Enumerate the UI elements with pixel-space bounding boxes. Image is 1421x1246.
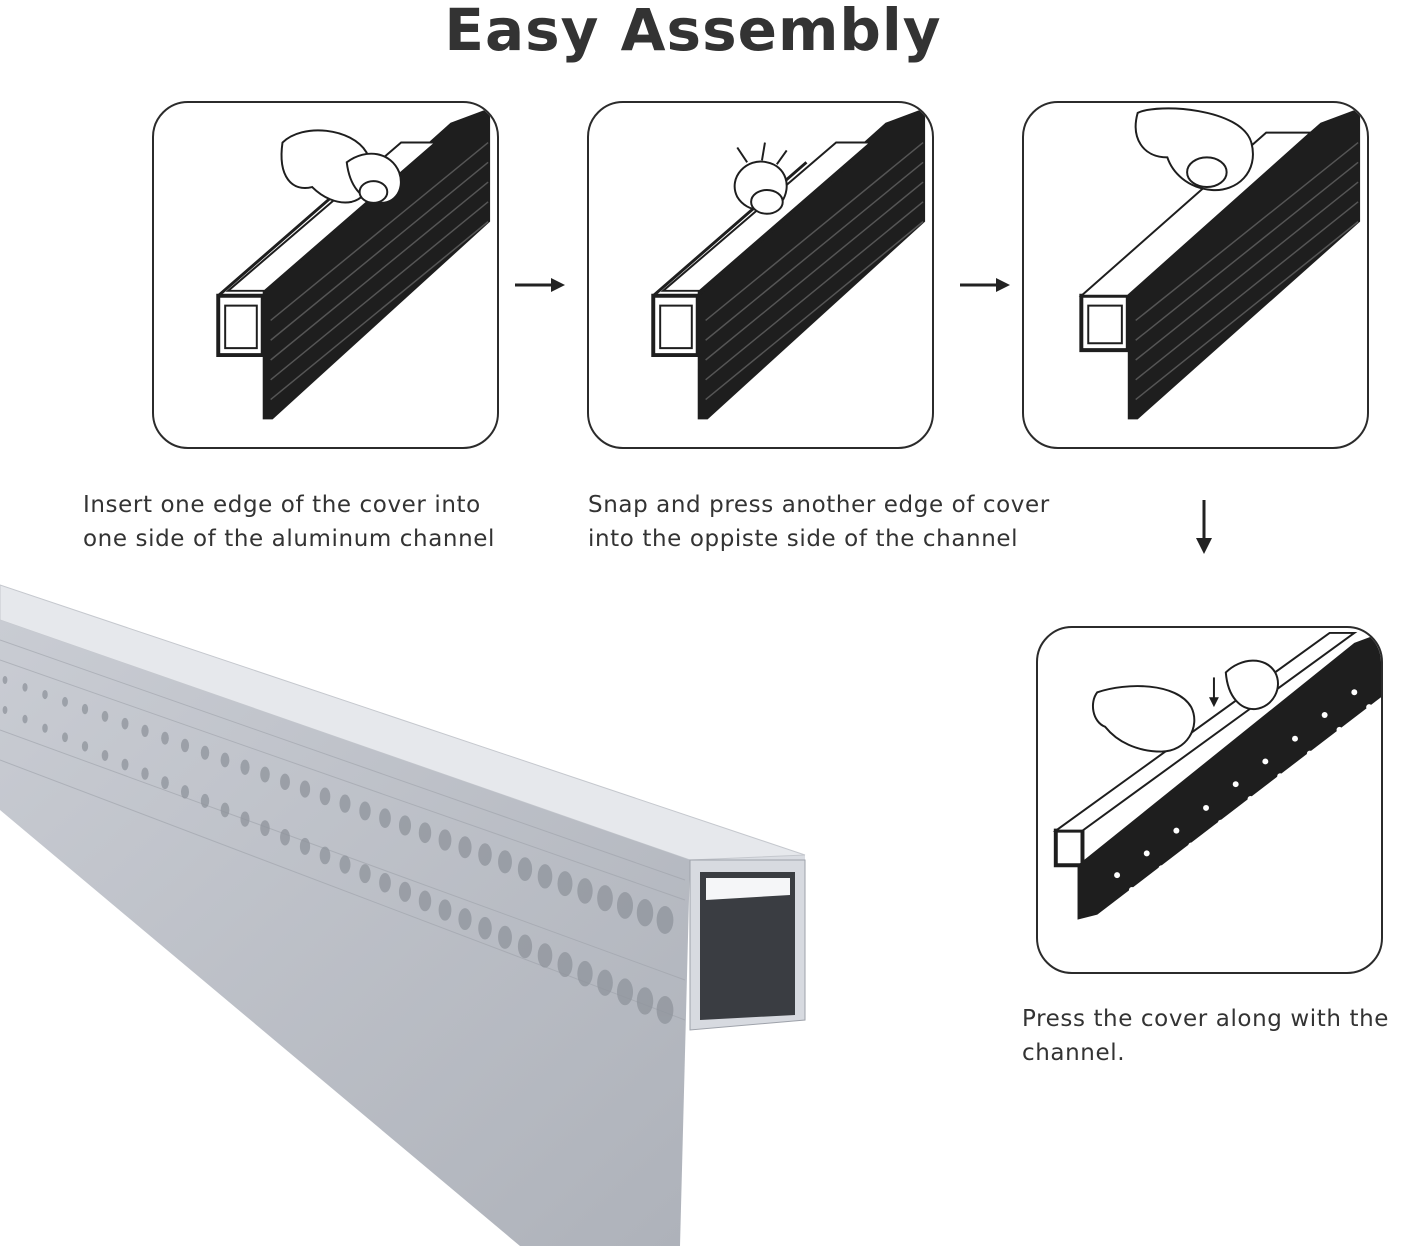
perforation-hole <box>359 864 371 884</box>
perforation-hole <box>200 745 210 760</box>
perforation-hole <box>498 850 512 874</box>
perforation-hole <box>220 752 230 768</box>
perforation-hole <box>260 820 270 837</box>
perforation-hole <box>636 987 654 1015</box>
perforation-hole <box>517 857 533 881</box>
perforation-hole <box>200 793 210 808</box>
perforation-hole <box>2 676 8 684</box>
step-2-panel <box>587 101 934 449</box>
perforation-hole <box>22 714 28 724</box>
perforation-hole <box>180 738 190 753</box>
perforation-hole <box>418 890 432 912</box>
perforation-hole <box>557 952 573 978</box>
perforation-hole <box>458 908 472 931</box>
perforation-hole <box>260 766 270 783</box>
perforation-hole <box>220 802 230 818</box>
perforation-hole <box>121 717 129 730</box>
perforation-hole <box>299 837 311 855</box>
step-3-caption: Press the cover along with the channel. <box>1022 1002 1389 1070</box>
step-1-panel <box>152 101 499 449</box>
press-cover-illustration <box>1078 107 1361 420</box>
perforation-hole <box>577 960 593 987</box>
step-3-panel <box>1022 101 1369 449</box>
step-4-panel <box>1036 626 1383 974</box>
perforation-hole <box>22 682 28 692</box>
perforation-hole <box>478 843 492 866</box>
perforation-hole <box>537 943 553 968</box>
arrow-right-icon <box>960 278 1010 292</box>
perforation-hole <box>42 689 48 700</box>
page-title: Easy Assembly <box>444 0 942 64</box>
perforation-hole <box>240 759 250 775</box>
perforation-hole <box>577 878 593 904</box>
arrow-down-icon <box>1196 500 1212 554</box>
perforation-hole <box>517 934 533 959</box>
step-2-caption: Snap and press another edge of cover int… <box>588 488 1050 556</box>
perforation-hole <box>597 885 613 912</box>
perforation-hole <box>458 836 472 859</box>
insert-cover-illustration <box>216 107 491 420</box>
perforation-hole <box>101 710 109 722</box>
caption-line: channel. <box>1022 1040 1126 1066</box>
aluminum-profile-image <box>0 584 806 1246</box>
perforation-hole <box>42 723 48 733</box>
perforation-hole <box>280 773 290 791</box>
perforation-hole <box>656 996 674 1024</box>
perforation-hole <box>319 787 331 806</box>
perforation-hole <box>81 703 89 715</box>
perforation-hole <box>161 731 169 745</box>
perforation-hole <box>498 925 512 949</box>
perforation-hole <box>359 801 371 821</box>
snap-cover-illustration <box>651 107 926 420</box>
press-along-channel-illustration <box>1052 631 1381 920</box>
perforation-hole <box>299 780 311 798</box>
perforation-hole <box>478 916 492 940</box>
perforation-hole <box>62 696 68 707</box>
perforation-hole <box>597 969 613 996</box>
perforation-hole <box>339 855 351 874</box>
perforation-hole <box>280 829 290 846</box>
perforation-hole <box>240 811 250 827</box>
step-1-caption: Insert one edge of the cover into one si… <box>83 488 495 556</box>
perforation-hole <box>398 815 412 836</box>
perforation-hole <box>62 732 68 743</box>
perforation-hole <box>557 871 573 897</box>
perforation-hole <box>418 822 432 844</box>
perforation-hole <box>656 906 674 934</box>
perforation-hole <box>161 776 169 790</box>
perforation-hole <box>379 872 391 893</box>
perforation-hole <box>2 706 8 714</box>
caption-line: Insert one edge of the cover into <box>83 492 481 518</box>
perforation-hole <box>101 749 109 761</box>
perforation-hole <box>616 978 634 1006</box>
caption-line: into the oppiste side of the channel <box>588 526 1019 552</box>
perforation-hole <box>537 864 553 889</box>
perforation-hole <box>398 881 412 902</box>
caption-line: Snap and press another edge of cover <box>588 492 1050 518</box>
perforation-hole <box>636 899 654 927</box>
caption-line: one side of the aluminum channel <box>83 526 496 552</box>
perforation-hole <box>141 767 149 780</box>
perforation-hole <box>180 785 190 799</box>
perforation-hole <box>141 724 149 738</box>
perforation-hole <box>379 808 391 828</box>
perforation-hole <box>121 758 129 771</box>
caption-line: Press the cover along with the <box>1022 1006 1390 1032</box>
perforation-hole <box>81 741 89 752</box>
perforation-hole <box>319 846 331 865</box>
perforation-hole <box>438 899 452 921</box>
perforation-hole <box>616 892 634 919</box>
perforation-hole <box>438 829 452 851</box>
arrow-right-icon <box>515 278 565 292</box>
perforation-hole <box>339 794 351 813</box>
